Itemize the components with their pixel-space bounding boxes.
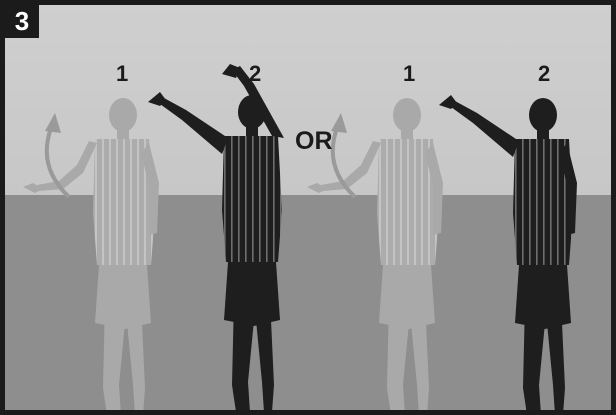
step-label-2a: 2 <box>249 61 261 87</box>
step-label-2b: 2 <box>538 61 550 87</box>
step-label-1b: 1 <box>403 61 415 87</box>
step-label-1a: 1 <box>116 61 128 87</box>
referee-figure-2a <box>148 64 284 410</box>
panel-number-badge: 3 <box>5 5 39 38</box>
referee-illustration <box>5 5 611 410</box>
or-label: OR <box>295 127 333 156</box>
referee-figure-2b <box>439 95 577 410</box>
referee-figure-1a <box>23 98 159 410</box>
